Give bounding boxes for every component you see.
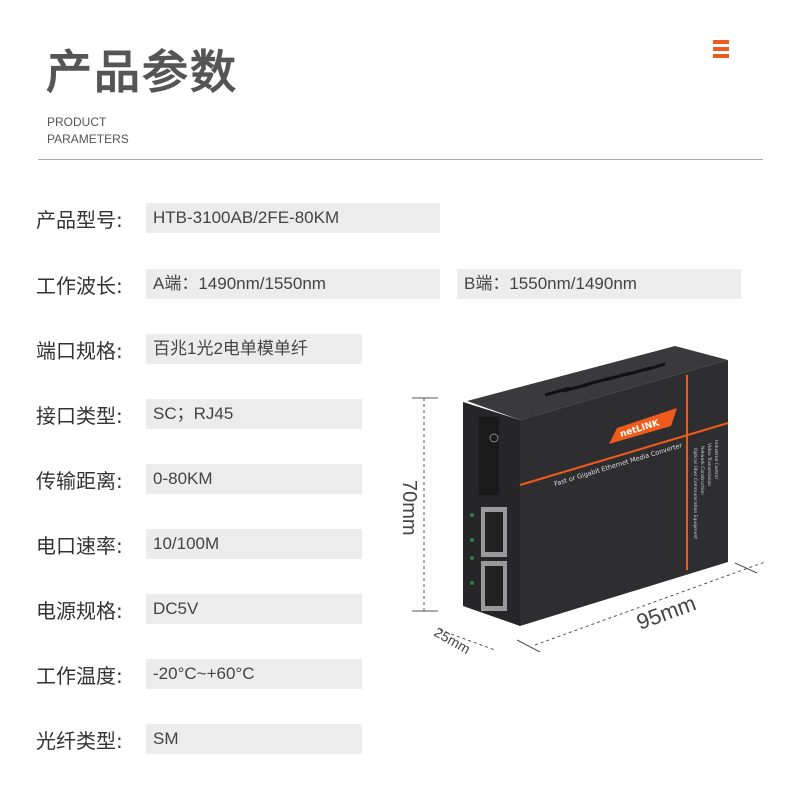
- sc-fiber-port: [479, 417, 499, 495]
- spec-label: 电口速率:: [36, 533, 123, 558]
- spec-value: SC；RJ45: [146, 399, 362, 429]
- spec-value: 百兆1光2电单模单纤: [146, 334, 362, 364]
- spec-label: 接口类型:: [36, 403, 123, 428]
- subtitle-line: PARAMETERS: [47, 132, 129, 146]
- spec-label: 工作温度:: [36, 663, 123, 688]
- spec-label: 产品型号:: [36, 207, 123, 232]
- spec-row: 传输距离:: [36, 464, 146, 494]
- spec-row: 光纤类型:: [36, 724, 146, 754]
- spec-value: 0-80KM: [146, 464, 362, 494]
- dim-length-label: 95mm: [633, 590, 699, 634]
- spec-value: HTB-3100AB/2FE-80KM: [146, 203, 440, 233]
- side-text: Video Transmission: [706, 443, 712, 486]
- product-image: 70mm 95mm 25mm netLINK Fast or Gigabit E…: [398, 346, 766, 657]
- menu-icon[interactable]: [713, 40, 729, 61]
- spec-label: 光纤类型:: [36, 728, 123, 753]
- side-text: Network Construction: [699, 446, 705, 495]
- spec-value: -20°C~+60°C: [146, 659, 362, 689]
- spec-value: 10/100M: [146, 529, 362, 559]
- spec-label: 工作波长:: [36, 273, 123, 298]
- spec-label: 端口规格:: [36, 338, 123, 363]
- spec-label: 传输距离:: [36, 468, 123, 493]
- spec-row: 端口规格:: [36, 334, 146, 364]
- side-text: Industrial Control: [713, 440, 719, 479]
- spec-value: DC5V: [146, 594, 362, 624]
- spec-row: 工作波长:: [36, 269, 146, 299]
- divider: [38, 159, 763, 160]
- subtitle-line: PRODUCT: [47, 115, 107, 129]
- spec-row: 接口类型:: [36, 399, 146, 429]
- spec-row: 工作温度:: [36, 659, 146, 689]
- spec-row: 产品型号:: [36, 203, 146, 233]
- spec-value: SM: [146, 724, 362, 754]
- spec-row: 电口速率:: [36, 529, 146, 559]
- page-title: 产品参数: [46, 45, 238, 99]
- spec-value: A端：1490nm/1550nm: [146, 269, 440, 299]
- spec-value-b: B端：1550nm/1490nm: [457, 269, 741, 299]
- page-subtitle: PRODUCT PARAMETERS: [47, 114, 129, 148]
- spec-label: 电源规格:: [36, 598, 123, 623]
- dim-height-label: 70mm: [398, 480, 420, 536]
- side-text: Optical Fiber Communication Equipment: [692, 448, 698, 539]
- dim-width-label: 25mm: [432, 624, 474, 657]
- spec-row: 电源规格:: [36, 594, 146, 624]
